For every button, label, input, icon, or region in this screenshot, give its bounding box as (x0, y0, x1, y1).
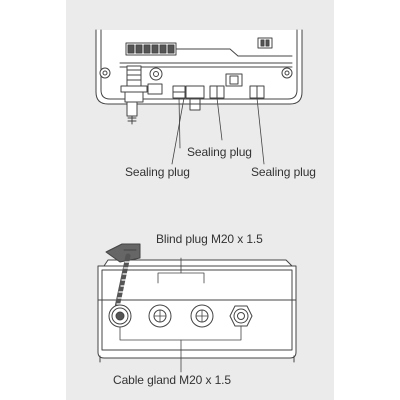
top-sealing-plugs (172, 73, 265, 111)
top-leader-lines (171, 97, 265, 165)
sealing-plug-label-right: Sealing plug (251, 165, 316, 179)
top-sensor-assembly (120, 65, 163, 125)
bottom-cable-clip (105, 243, 141, 263)
sealing-plug-label-left: Sealing plug (125, 165, 190, 179)
top-terminal-block (125, 37, 293, 57)
sealing-plug-label-center: Sealing plug (187, 145, 252, 159)
top-mounting-holes (99, 67, 293, 79)
bottom-spring-cable (113, 253, 131, 315)
blind-plug-label: Blind plug M20 x 1.5 (156, 232, 263, 246)
cable-gland-label: Cable gland M20 x 1.5 (113, 373, 231, 387)
bottom-glands (108, 304, 253, 328)
bottom-leader-lines (119, 257, 242, 373)
